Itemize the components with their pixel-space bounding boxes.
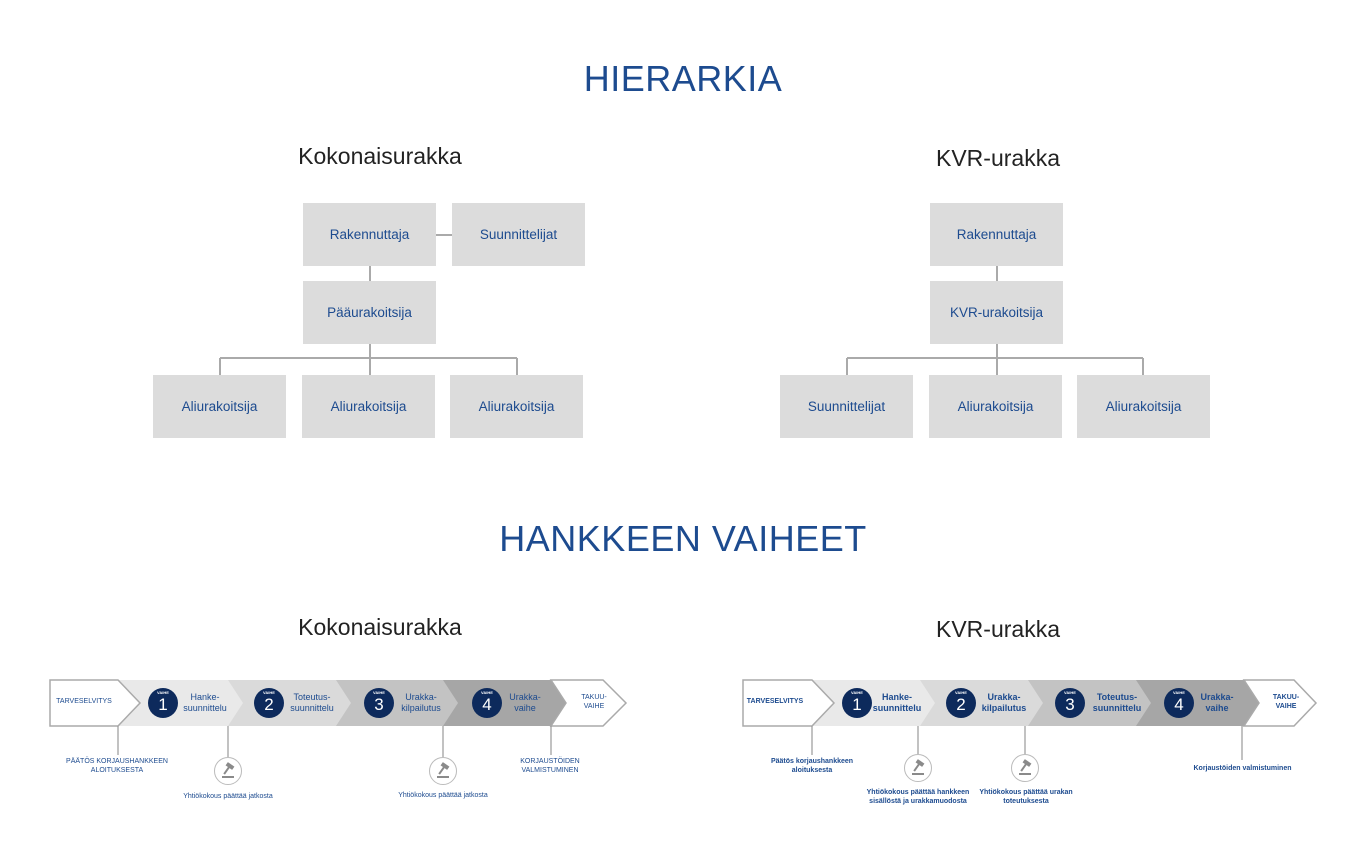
stage-number: 3 bbox=[1065, 695, 1075, 714]
stage-2-label: Urakka- kilpailutus bbox=[981, 692, 1027, 713]
phase-start-tarveselvitys: TARVESELVITYS bbox=[746, 698, 804, 705]
stage-badge-label: VAIHE bbox=[851, 690, 863, 695]
hierarchy-box-aliurakoitsija: Aliurakoitsija bbox=[153, 375, 286, 438]
phase-start-tarveselvitys: TARVESELVITYS bbox=[56, 698, 112, 705]
stage-2-badge: VAIHE 2 bbox=[946, 688, 976, 718]
gavel-icon bbox=[214, 757, 242, 785]
stage-2-badge: VAIHE 2 bbox=[254, 688, 284, 718]
hierarchy-box-rakennuttaja: Rakennuttaja bbox=[303, 203, 436, 266]
stage-badge-label: VAIHE bbox=[263, 690, 275, 695]
phases-left-heading: Kokonaisurakka bbox=[298, 614, 462, 640]
hierarchy-box-aliurakoitsija: Aliurakoitsija bbox=[450, 375, 583, 438]
hierarchy-box-aliurakoitsija: Aliurakoitsija bbox=[1077, 375, 1210, 438]
stage-badge-label: VAIHE bbox=[373, 690, 385, 695]
stage-number: 1 bbox=[852, 695, 862, 714]
stage-number: 1 bbox=[158, 695, 168, 714]
hierarchy-right-heading: KVR-urakka bbox=[936, 145, 1060, 171]
note-start: PÄÄTÖS KORJAUSHANKKEEN ALOITUKSESTA bbox=[66, 758, 168, 774]
hierarchy-box-suunnittelijat: Suunnittelijat bbox=[780, 375, 913, 438]
note-end: KORJAUSTÖIDEN VALMISTUMINEN bbox=[520, 758, 580, 774]
hierarchy-left-heading: Kokonaisurakka bbox=[298, 143, 462, 169]
stage-4-badge: VAIHE 4 bbox=[472, 688, 502, 718]
note-stage-1: Yhtiökokous päättää hankkeen sisällöstä … bbox=[866, 789, 970, 805]
stage-number: 2 bbox=[956, 695, 966, 714]
stage-3-label: Urakka- kilpailutus bbox=[401, 692, 441, 713]
note-start: Päätös korjaushankkeen aloituksesta bbox=[770, 758, 854, 774]
hierarchy-box-rakennuttaja: Rakennuttaja bbox=[930, 203, 1063, 266]
stage-badge-label: VAIHE bbox=[1064, 690, 1076, 695]
stage-number: 2 bbox=[264, 695, 274, 714]
stage-3-label: Toteutus- suunnittelu bbox=[1092, 692, 1142, 713]
phases-title: HANKKEEN VAIHEET bbox=[499, 518, 867, 559]
stage-badge-label: VAIHE bbox=[481, 690, 493, 695]
phases-right-heading: KVR-urakka bbox=[936, 616, 1060, 642]
hierarchy-title: HIERARKIA bbox=[583, 58, 783, 99]
stage-4-label: Urakka- vaihe bbox=[509, 692, 541, 713]
stage-4-badge: VAIHE 4 bbox=[1164, 688, 1194, 718]
gavel-icon bbox=[429, 757, 457, 785]
stage-badge-label: VAIHE bbox=[955, 690, 967, 695]
stage-2-label: Toteutus- suunnittelu bbox=[290, 692, 334, 713]
stage-4-label: Urakka- vaihe bbox=[1200, 692, 1234, 713]
stage-number: 3 bbox=[374, 695, 384, 714]
stage-number: 4 bbox=[1174, 695, 1184, 714]
stage-number: 4 bbox=[482, 695, 492, 714]
stage-badge-label: VAIHE bbox=[1173, 690, 1185, 695]
stage-1-badge: VAIHE 1 bbox=[148, 688, 178, 718]
gavel-icon bbox=[904, 754, 932, 782]
phase-end-takuuvaihe: TAKUU- VAIHE bbox=[1272, 694, 1300, 710]
hierarchy-box-aliurakoitsija: Aliurakoitsija bbox=[929, 375, 1062, 438]
stage-badge-label: VAIHE bbox=[157, 690, 169, 695]
hierarchy-box-paaurakoitsija: Pääurakoitsija bbox=[303, 281, 436, 344]
hierarchy-box-aliurakoitsija: Aliurakoitsija bbox=[302, 375, 435, 438]
stage-1-label: Hanke- suunnittelu bbox=[183, 692, 227, 713]
gavel-icon bbox=[1011, 754, 1039, 782]
hierarchy-box-kvr-urakoitsija: KVR-urakoitsija bbox=[930, 281, 1063, 344]
hierarchy-box-suunnittelijat: Suunnittelijat bbox=[452, 203, 585, 266]
note-stage-2: Yhtiökokous päättää urakan toteutuksesta bbox=[979, 789, 1073, 805]
note-end: Korjaustöiden valmistuminen bbox=[1193, 765, 1292, 772]
note-stage-1: Yhtiökokous päättää jatkosta bbox=[183, 793, 273, 800]
note-stage-3: Yhtiökokous päättää jatkosta bbox=[398, 792, 488, 799]
stage-3-badge: VAIHE 3 bbox=[1055, 688, 1085, 718]
stage-3-badge: VAIHE 3 bbox=[364, 688, 394, 718]
stage-1-label: Hanke- suunnittelu bbox=[872, 692, 922, 713]
stage-1-badge: VAIHE 1 bbox=[842, 688, 872, 718]
phase-end-takuuvaihe: TAKUU- VAIHE bbox=[581, 694, 607, 710]
